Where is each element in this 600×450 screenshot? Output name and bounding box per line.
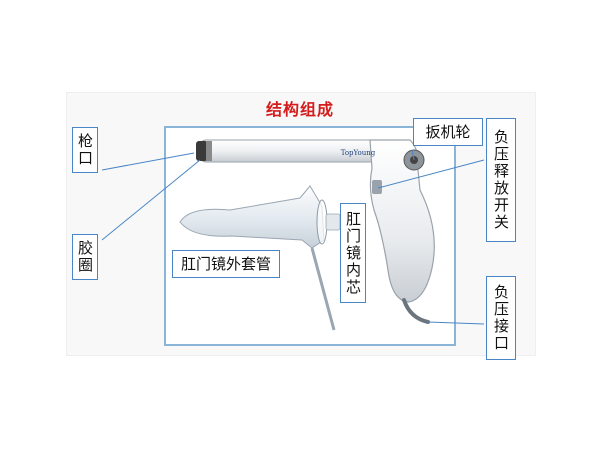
diagram-title: 结构组成 xyxy=(265,100,334,119)
label-anoscope-inner: 肛门镜内芯 xyxy=(340,203,366,303)
label-trigger-wheel: 扳机轮 xyxy=(413,118,483,146)
label-rubber-ring: 胶圈 xyxy=(72,234,98,280)
label-pressure-port: 负压接口 xyxy=(486,276,516,360)
device-photo-frame xyxy=(164,126,456,346)
label-anoscope-outer: 肛门镜外套管 xyxy=(172,250,280,278)
label-gun-mouth: 枪口 xyxy=(72,127,98,173)
label-pressure-release: 负压释放开关 xyxy=(486,118,516,242)
